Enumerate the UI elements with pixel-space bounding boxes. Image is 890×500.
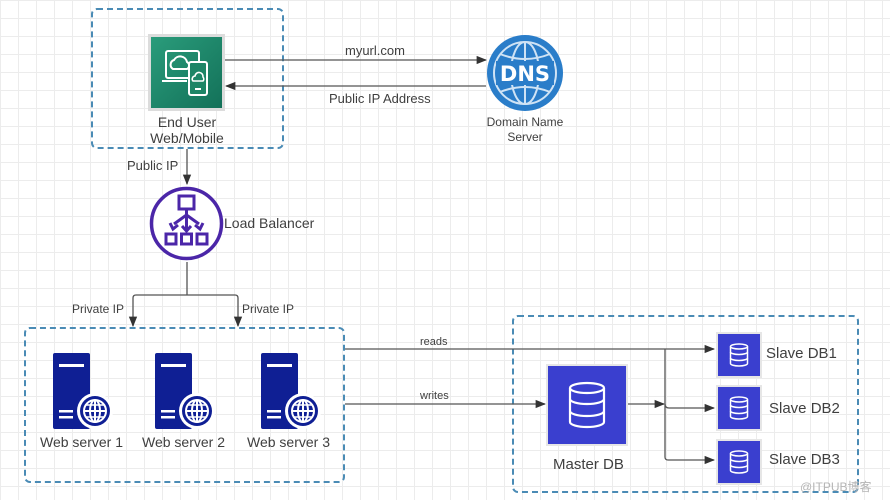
database-icon xyxy=(729,450,749,474)
slave-db-3-node[interactable] xyxy=(718,441,760,483)
web-server-icon xyxy=(155,353,215,429)
load-balancer-label: Load Balancer xyxy=(224,215,315,231)
edge-private-ip-1 xyxy=(128,294,187,328)
web-tier-group xyxy=(24,327,345,483)
slave-db-2-node[interactable] xyxy=(718,387,760,429)
end-user-label-line2: Web/Mobile xyxy=(150,130,224,146)
edge-private-ip-2 xyxy=(187,294,243,328)
web-server-icon xyxy=(53,353,113,429)
edge-slave2 xyxy=(664,403,716,413)
web-server-2[interactable] xyxy=(154,352,216,430)
database-icon xyxy=(568,381,606,429)
web-server-1[interactable] xyxy=(52,352,114,430)
writes-label: writes xyxy=(420,390,449,402)
dns-label: Domain Name Server xyxy=(470,115,580,145)
client-group xyxy=(91,8,284,149)
master-db-label: Master DB xyxy=(553,456,624,473)
watermark: @ITPUB博客 xyxy=(800,480,872,494)
end-user-node[interactable] xyxy=(148,34,225,111)
dns-icon-text: DNS xyxy=(500,62,550,86)
dns-globe-icon: DNS xyxy=(487,35,563,111)
public-ip-label: Public IP xyxy=(127,158,179,173)
dns-label-line1: Domain Name xyxy=(486,115,564,129)
slave-db-2-label: Slave DB2 xyxy=(769,400,840,417)
request-label: myurl.com xyxy=(345,43,405,58)
web-server-1-label: Web server 1 xyxy=(40,434,123,450)
response-label: Public IP Address xyxy=(329,91,431,106)
web-server-3-label: Web server 3 xyxy=(247,434,330,450)
end-user-label: End User Web/Mobile xyxy=(140,114,234,146)
web-server-icon xyxy=(261,353,321,429)
reads-label: reads xyxy=(420,336,448,348)
edge-replication-bus xyxy=(664,349,716,465)
laptop-mobile-cloud-icon xyxy=(162,50,208,96)
dns-node[interactable]: DNS xyxy=(486,34,564,112)
private-ip-label-2: Private IP xyxy=(242,302,295,316)
dns-label-line2: Server xyxy=(507,130,543,144)
end-user-tile xyxy=(151,37,222,108)
slave-db-1-label: Slave DB1 xyxy=(766,345,837,362)
slave-db-1-node[interactable] xyxy=(718,334,760,376)
slave-db-3-label: Slave DB3 xyxy=(769,451,840,468)
load-balancer-node[interactable] xyxy=(148,185,225,262)
database-icon xyxy=(729,396,749,420)
web-server-3[interactable] xyxy=(260,352,322,430)
web-server-2-label: Web server 2 xyxy=(142,434,225,450)
master-db-node[interactable] xyxy=(548,366,626,444)
private-ip-label-1: Private IP xyxy=(72,302,125,316)
load-balancer-icon xyxy=(149,186,224,261)
end-user-label-line1: End User xyxy=(157,114,217,130)
database-icon xyxy=(729,343,749,367)
